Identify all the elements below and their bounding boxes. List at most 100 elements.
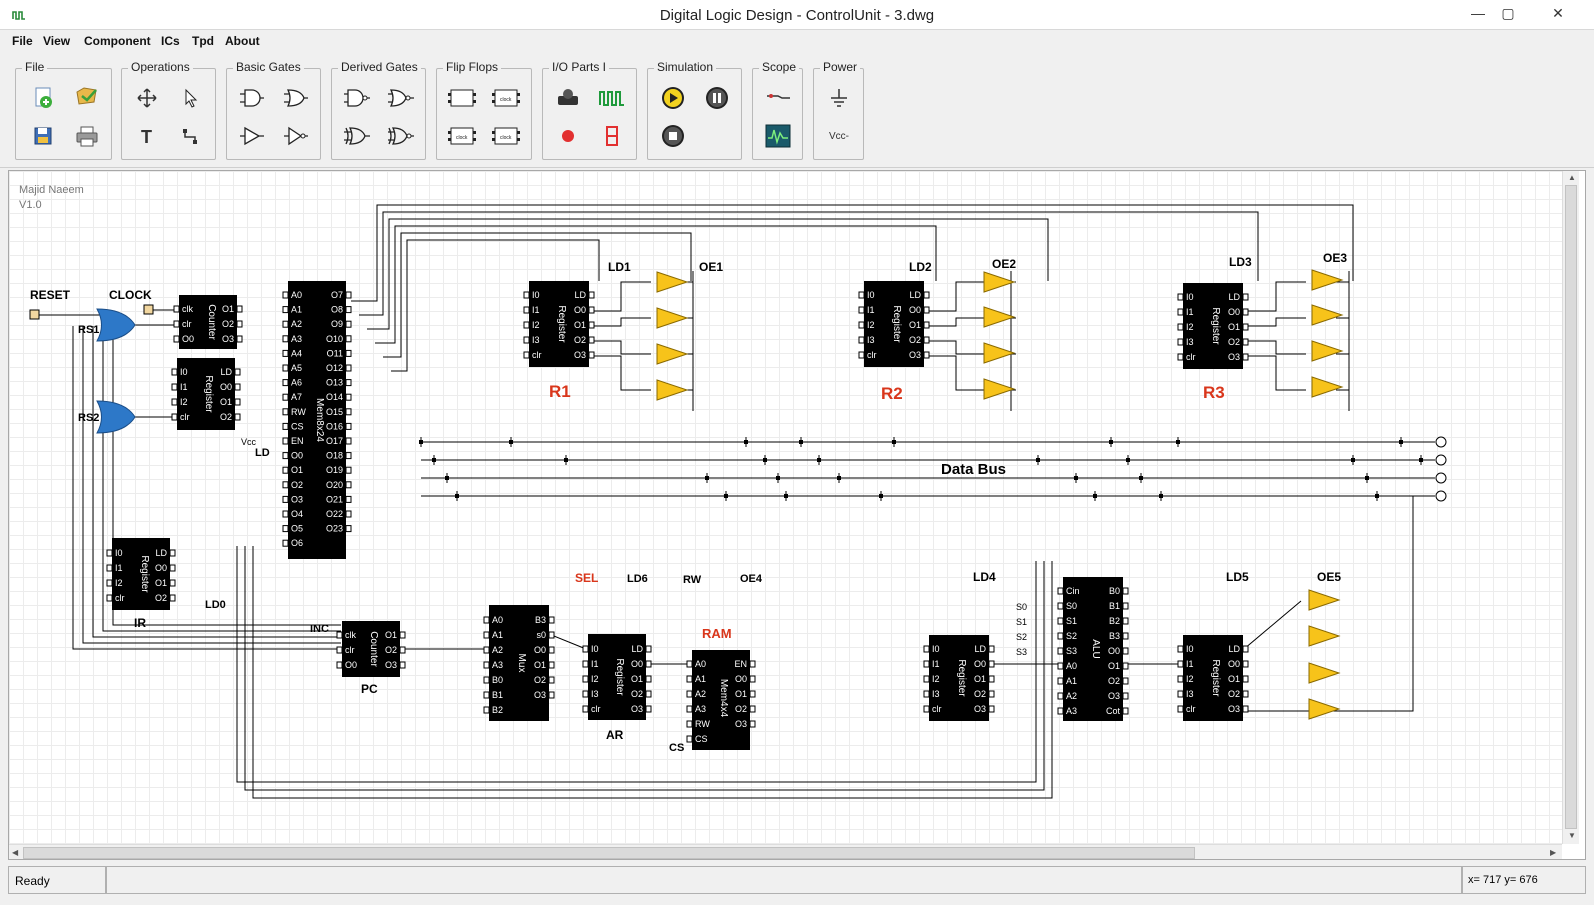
and-gate-button[interactable] — [235, 81, 269, 115]
register-r4[interactable] — [929, 635, 989, 721]
or-gate-rs1[interactable] — [96, 308, 136, 342]
scroll-right-icon[interactable]: ▶ — [1550, 848, 1557, 857]
register-ir[interactable] — [112, 538, 170, 610]
vcc-button[interactable]: Vcc- — [822, 119, 856, 153]
new-file-button[interactable] — [26, 81, 60, 115]
xor-gate-button[interactable] — [340, 119, 374, 153]
tristate-buffer-r2[interactable] — [983, 342, 1016, 364]
bus-terminal[interactable] — [1435, 436, 1447, 448]
pin-label: O6 — [291, 538, 303, 548]
scroll-down-icon[interactable]: ▼ — [1568, 831, 1576, 840]
menu-view[interactable]: View — [43, 34, 71, 48]
counter-pc[interactable] — [342, 621, 400, 677]
pin-label: O3 — [631, 704, 643, 714]
move-button[interactable] — [130, 81, 164, 115]
register-ar[interactable] — [588, 634, 646, 720]
vertical-scroll-thumb[interactable] — [1565, 185, 1577, 829]
menu-component[interactable]: Component — [84, 34, 151, 48]
alu-chip[interactable] — [1063, 577, 1123, 721]
stop-icon — [662, 125, 684, 147]
or-gate-rs2[interactable] — [96, 400, 136, 434]
tristate-buffer-r1[interactable] — [656, 343, 689, 365]
scroll-up-icon[interactable]: ▲ — [1568, 173, 1576, 182]
register-to-buffer-wire — [926, 317, 986, 327]
clocked-flip-flop-button[interactable]: clock — [489, 81, 523, 115]
register-r5[interactable] — [1183, 635, 1243, 721]
scroll-left-icon[interactable]: ◀ — [12, 848, 19, 857]
mem4x4-chip[interactable] — [692, 650, 750, 750]
register-r1[interactable] — [529, 281, 589, 367]
tristate-buffer-r3[interactable] — [1311, 304, 1344, 326]
bus-terminal[interactable] — [1435, 490, 1447, 502]
vertical-scrollbar[interactable]: ▲ ▼ — [1562, 171, 1579, 844]
menu-ics[interactable]: ICs — [161, 34, 180, 48]
pause-button[interactable] — [700, 81, 734, 115]
pin-label: O3 — [574, 350, 586, 360]
tristate-buffer-r3[interactable] — [1311, 376, 1344, 398]
save-button[interactable] — [26, 119, 60, 153]
mem8x24-chip[interactable] — [288, 281, 346, 559]
tristate-buffer-r3[interactable] — [1311, 340, 1344, 362]
menu-tpd[interactable]: Tpd — [192, 34, 214, 48]
pin — [282, 481, 289, 489]
register-r3[interactable] — [1183, 283, 1243, 369]
pointer-button[interactable] — [174, 81, 208, 115]
print-button[interactable] — [70, 119, 104, 153]
switch-button[interactable] — [551, 81, 585, 115]
pin — [282, 539, 289, 547]
pin-label: O9 — [331, 319, 343, 329]
tristate-buffer-r5[interactable] — [1308, 589, 1341, 611]
pin — [1242, 338, 1249, 346]
pin-label: O10 — [326, 334, 343, 344]
tristate-buffer-r3[interactable] — [1311, 269, 1344, 291]
register-r2[interactable] — [864, 281, 924, 367]
probe-button[interactable] — [761, 81, 795, 115]
horizontal-scroll-thumb[interactable] — [23, 847, 1195, 859]
tristate-buffer-r2[interactable] — [983, 271, 1016, 293]
tristate-buffer-r1[interactable] — [656, 307, 689, 329]
tristate-buffer-r2[interactable] — [983, 378, 1016, 400]
bus-terminal[interactable] — [1435, 454, 1447, 466]
clock-source-button[interactable] — [595, 81, 629, 115]
wire-button[interactable] — [174, 119, 208, 153]
seven-segment-button[interactable] — [595, 119, 629, 153]
nor-gate-button[interactable] — [384, 81, 418, 115]
tristate-buffer-r5[interactable] — [1308, 662, 1341, 684]
xnor-gate-button[interactable] — [384, 119, 418, 153]
not-gate-button[interactable] — [279, 119, 313, 153]
register-small[interactable] — [177, 358, 235, 430]
minimize-button[interactable]: — — [1471, 5, 1485, 21]
tristate-buffer-r1[interactable] — [656, 271, 689, 293]
text-button[interactable]: T — [130, 119, 164, 153]
flip-flop-button[interactable] — [445, 81, 479, 115]
clock-input[interactable] — [143, 304, 154, 315]
menu-file[interactable]: File — [12, 34, 33, 48]
maximize-button[interactable]: ▢ — [1501, 5, 1515, 21]
reset-input[interactable] — [29, 309, 40, 320]
tristate-buffer-r5[interactable] — [1308, 698, 1341, 720]
clocked-flip-flop-button[interactable]: clock — [489, 119, 523, 153]
oscilloscope-button[interactable] — [761, 119, 795, 153]
nand-gate-button[interactable] — [340, 81, 374, 115]
or-gate-button[interactable] — [279, 81, 313, 115]
version-credit: V1.0 — [19, 199, 42, 211]
counter-top[interactable] — [179, 295, 237, 349]
menu-about[interactable]: About — [225, 34, 260, 48]
stop-button[interactable] — [656, 119, 690, 153]
mux-chip[interactable] — [489, 605, 549, 721]
status-panel-spacer — [106, 866, 1462, 894]
clocked-flip-flop-button[interactable]: clock — [445, 119, 479, 153]
open-file-button[interactable] — [70, 79, 104, 113]
tristate-buffer-r1[interactable] — [656, 379, 689, 401]
bus-terminal[interactable] — [1435, 472, 1447, 484]
horizontal-scrollbar[interactable]: ◀ ▶ — [9, 844, 1562, 859]
ground-button[interactable] — [822, 81, 856, 115]
buffer-button[interactable] — [235, 119, 269, 153]
led-button[interactable] — [551, 119, 585, 153]
play-button[interactable] — [656, 81, 690, 115]
close-button[interactable]: ✕ — [1552, 5, 1564, 21]
tristate-buffer-r2[interactable] — [983, 306, 1016, 328]
tristate-buffer-r5[interactable] — [1308, 625, 1341, 647]
